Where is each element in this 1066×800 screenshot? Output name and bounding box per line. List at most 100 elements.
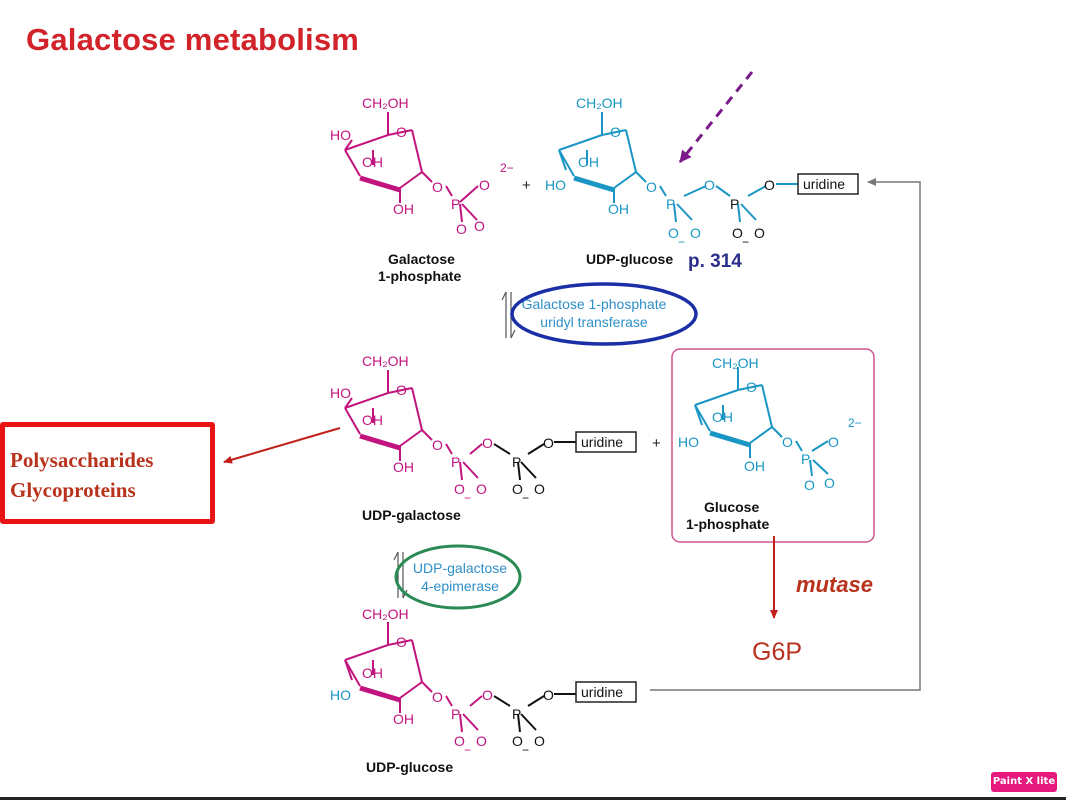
ch2oh-label: CH₂OH (362, 353, 409, 369)
oxygen-label: O (456, 221, 467, 237)
transferase-ellipse (510, 282, 698, 346)
phosphorus: P (730, 196, 739, 212)
ring-oxygen: O (396, 634, 407, 650)
ho-label: HO (678, 434, 699, 450)
charge-label: 2− (848, 416, 862, 430)
oxygen-label: O (454, 733, 465, 749)
oh-label: OH (393, 711, 414, 727)
udp-galactose-name: UDP-galactose (362, 507, 461, 523)
ch2oh-label: CH₂OH (362, 606, 409, 622)
epimerase-name-line2: 4-epimerase (421, 578, 499, 594)
oh-label: OH (578, 154, 599, 170)
glucose-1p-name-line1: Glucose (704, 499, 759, 515)
minus-sign: − (522, 491, 529, 505)
glucose-1-phosphate-structure: CH₂OH O OH HO OH O P O O O 2− (678, 355, 862, 493)
branch-arrow (223, 427, 341, 464)
oxygen-label: O (754, 225, 765, 241)
oxygen-label: O (479, 177, 490, 193)
phosphorus: P (451, 454, 460, 470)
oxygen-label: O (668, 225, 679, 241)
oxygen-label: O (764, 177, 775, 193)
oh-label: OH (393, 201, 414, 217)
oxygen-label: O (476, 733, 487, 749)
transferase-name-line2: uridyl transferase (540, 314, 648, 330)
oxygen-label: O (732, 225, 743, 241)
plus-sign: + (522, 177, 531, 194)
phosphorus: P (512, 454, 521, 470)
epimerase-name-line1: UDP-galactose (413, 560, 507, 576)
ring-oxygen: O (396, 124, 407, 140)
phosphorus: P (666, 196, 675, 212)
oh-label: OH (362, 154, 383, 170)
mutase-label: mutase (796, 572, 873, 597)
uridine-label: uridine (803, 176, 845, 192)
ester-oxygen: O (646, 179, 657, 195)
oxygen-label: O (828, 434, 839, 450)
udp-glucose-bottom-structure: CH₂OH O OH HO OH O P O P O O O − O O − u… (330, 606, 637, 757)
minus-sign: − (742, 235, 749, 249)
oh-label: OH (393, 459, 414, 475)
bridge-oxygen: O (482, 435, 493, 451)
transferase-name-line1: Galactose 1-phosphate (522, 296, 667, 312)
glucose-1p-box (671, 348, 875, 543)
phosphorus: P (512, 706, 521, 722)
oxygen-label: O (824, 475, 835, 491)
uridine-label: uridine (581, 434, 623, 450)
galactose-1p-name-line1: Galactose (388, 251, 455, 267)
oh-label: OH (744, 458, 765, 474)
udp-galactose-structure: CH₂OH O HO OH OH O P O P O O O − O O − u… (330, 353, 637, 505)
oxygen-label: O (512, 481, 523, 497)
dashed-arrow (678, 71, 754, 163)
ring-oxygen: O (396, 382, 407, 398)
ch2oh-label: CH₂OH (362, 95, 409, 111)
ester-oxygen: O (432, 437, 443, 453)
oxygen-label: O (454, 481, 465, 497)
oh-label: OH (712, 409, 733, 425)
oxygen-label: O (474, 218, 485, 234)
page-title: Galactose metabolism (26, 22, 360, 57)
minus-sign: − (464, 491, 471, 505)
ring-oxygen: O (610, 124, 621, 140)
phosphorus: P (451, 706, 460, 722)
oxygen-label: O (690, 225, 701, 241)
ho-label: HO (330, 127, 351, 143)
galactose-1-phosphate-structure: CH₂OH O HO OH OH O P O O O 2− (330, 95, 514, 237)
oxygen-label: O (534, 733, 545, 749)
bridge-oxygen: O (482, 687, 493, 703)
ho-label: HO (545, 177, 566, 193)
ho-label: HO (330, 385, 351, 401)
udp-glucose-top-name: UDP-glucose (586, 251, 673, 267)
ch2oh-label: CH₂OH (576, 95, 623, 111)
charge-label: 2− (500, 161, 514, 175)
ester-oxygen: O (782, 434, 793, 450)
udp-glucose-top-structure: CH₂OH O OH HO OH O P O P O O O − O O − u… (545, 95, 859, 249)
ho-label: HO (330, 687, 351, 703)
udp-glucose-bottom-name: UDP-glucose (366, 759, 453, 775)
polysaccharides-label: Polysaccharides (10, 448, 154, 472)
ch2oh-label: CH₂OH (712, 355, 759, 371)
minus-sign: − (522, 743, 529, 757)
oxygen-label: O (804, 477, 815, 493)
oxygen-label: O (534, 481, 545, 497)
minus-sign: − (464, 743, 471, 757)
polysaccharides-box: Polysaccharides Glycoproteins (0, 422, 215, 524)
oh-label: OH (362, 665, 383, 681)
paint-x-lite-badge: Paint X lite (991, 772, 1057, 792)
plus-sign: + (652, 435, 661, 452)
ring-oxygen: O (746, 379, 757, 395)
ester-oxygen: O (432, 179, 443, 195)
oxygen-label: O (543, 687, 554, 703)
bottom-divider (0, 797, 1066, 800)
oxygen-label: O (476, 481, 487, 497)
glucose-1p-name-line2: 1-phosphate (686, 516, 769, 532)
minus-sign: − (678, 235, 685, 249)
bridge-oxygen: O (704, 177, 715, 193)
ester-oxygen: O (432, 689, 443, 705)
glycoproteins-label: Glycoproteins (10, 478, 136, 502)
phosphorus: P (801, 451, 810, 467)
oh-label: OH (608, 201, 629, 217)
recycle-arrow (650, 178, 921, 691)
uridine-label: uridine (581, 684, 623, 700)
